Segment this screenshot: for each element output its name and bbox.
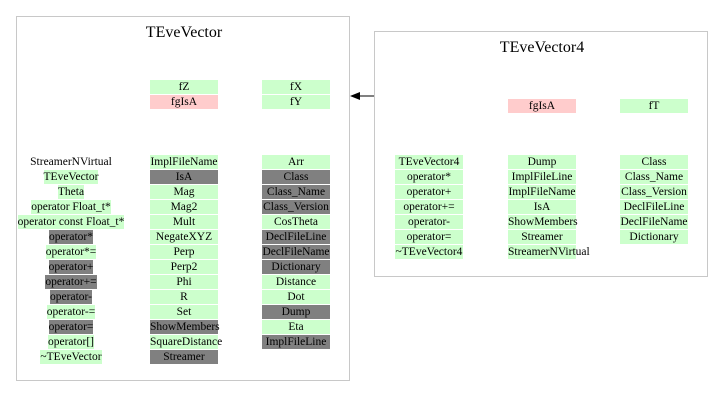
tevector4-method: Dump <box>508 155 576 169</box>
tevector-method: Class_Name <box>262 185 330 199</box>
tevector4-data-member: fT <box>620 99 688 113</box>
tevector4-method: DeclFileName <box>620 215 688 229</box>
tevector-method: DeclFileName <box>262 245 330 259</box>
tevector-method: operator Float_t* <box>31 200 111 214</box>
tevector-title: TEveVector <box>145 24 223 41</box>
tevector-method: R <box>150 290 218 304</box>
tevector-data-member: fZ <box>150 80 218 94</box>
tevector-method: Perp2 <box>150 260 218 274</box>
tevector-method: operator+= <box>45 275 97 289</box>
tevector-method: operator[] <box>48 335 94 349</box>
tevector-method: Class <box>262 170 330 184</box>
tevector-method: operator*= <box>45 245 97 259</box>
tevector-method: TEveVector <box>43 170 99 184</box>
tevector4-method: ShowMembers <box>508 215 578 229</box>
tevector-method: ImplFileName <box>150 155 218 169</box>
tevector-method: ImplFileLine <box>262 335 330 349</box>
tevector-method: operator-= <box>46 305 96 319</box>
tevector-method: Phi <box>150 275 218 289</box>
tevector-method: operator- <box>50 290 92 304</box>
tevector4-method: operator* <box>395 170 463 184</box>
tevector-method: DeclFileLine <box>262 230 330 244</box>
tevector4-method: operator= <box>395 230 463 244</box>
tevector4-title: TEveVector4 <box>499 39 585 56</box>
tevector4-data-right: fT <box>620 99 688 114</box>
tevector-method: Arr <box>262 155 330 169</box>
tevector4-data-member: fgIsA <box>508 99 576 113</box>
tevector-method: StreamerNVirtual <box>30 156 112 168</box>
tevector-data-member: fgIsA <box>150 95 218 109</box>
tevector4-method: Class_Version <box>620 185 688 199</box>
tevector4-method: operator- <box>395 215 463 229</box>
tevector4-method: Streamer <box>508 230 576 244</box>
tevector-data-member: fY <box>262 95 330 109</box>
tevector4-method: ImplFileName <box>508 185 576 199</box>
tevector4-method: Class <box>620 155 688 169</box>
tevector4-method: Class_Name <box>620 170 688 184</box>
tevector-method: ShowMembers <box>150 320 220 334</box>
tevector-method: Theta <box>57 185 85 199</box>
tevector4-method: operator+ <box>395 185 463 199</box>
tevector4-method: ImplFileLine <box>508 170 576 184</box>
tevector-method: Distance <box>262 275 330 289</box>
tevector4-method: Dictionary <box>620 230 688 244</box>
tevector-method: Dump <box>262 305 330 319</box>
tevector4-method: TEveVector4 <box>395 155 463 169</box>
tevector-method: operator= <box>48 320 94 334</box>
tevector4-method: IsA <box>508 200 576 214</box>
tevector-method: Dot <box>262 290 330 304</box>
tevector-method: NegateXYZ <box>150 230 218 244</box>
tevector-method: operator* <box>48 230 94 244</box>
tevector-method: Mult <box>150 215 218 229</box>
tevector-method: Dictionary <box>262 260 330 274</box>
tevector-data-member: fX <box>262 80 330 94</box>
tevector-method: Perp <box>150 245 218 259</box>
tevector4-method: DeclFileLine <box>620 200 688 214</box>
tevector-method: Set <box>150 305 218 319</box>
tevector4-data-mid: fgIsA <box>508 99 576 114</box>
tevector-method: IsA <box>150 170 218 184</box>
tevector-method: SquareDistance <box>150 335 223 349</box>
tevector-method: Streamer <box>150 350 218 364</box>
tevector-method: ~TEveVector <box>40 350 102 364</box>
tevector-method: operator const Float_t* <box>17 215 125 229</box>
tevector4-method: StreamerNVirtual <box>508 245 590 259</box>
tevector-method: CosTheta <box>262 215 330 229</box>
tevector-method: operator+ <box>48 260 94 274</box>
tevector-method: Mag <box>150 185 218 199</box>
tevector-method: Class_Version <box>262 200 330 214</box>
tevector-method: Mag2 <box>150 200 218 214</box>
tevector-method: Eta <box>262 320 330 334</box>
tevector4-method: operator+= <box>395 200 463 214</box>
tevector4-method: ~TEveVector4 <box>395 245 463 259</box>
inheritance-arrow <box>350 92 376 100</box>
